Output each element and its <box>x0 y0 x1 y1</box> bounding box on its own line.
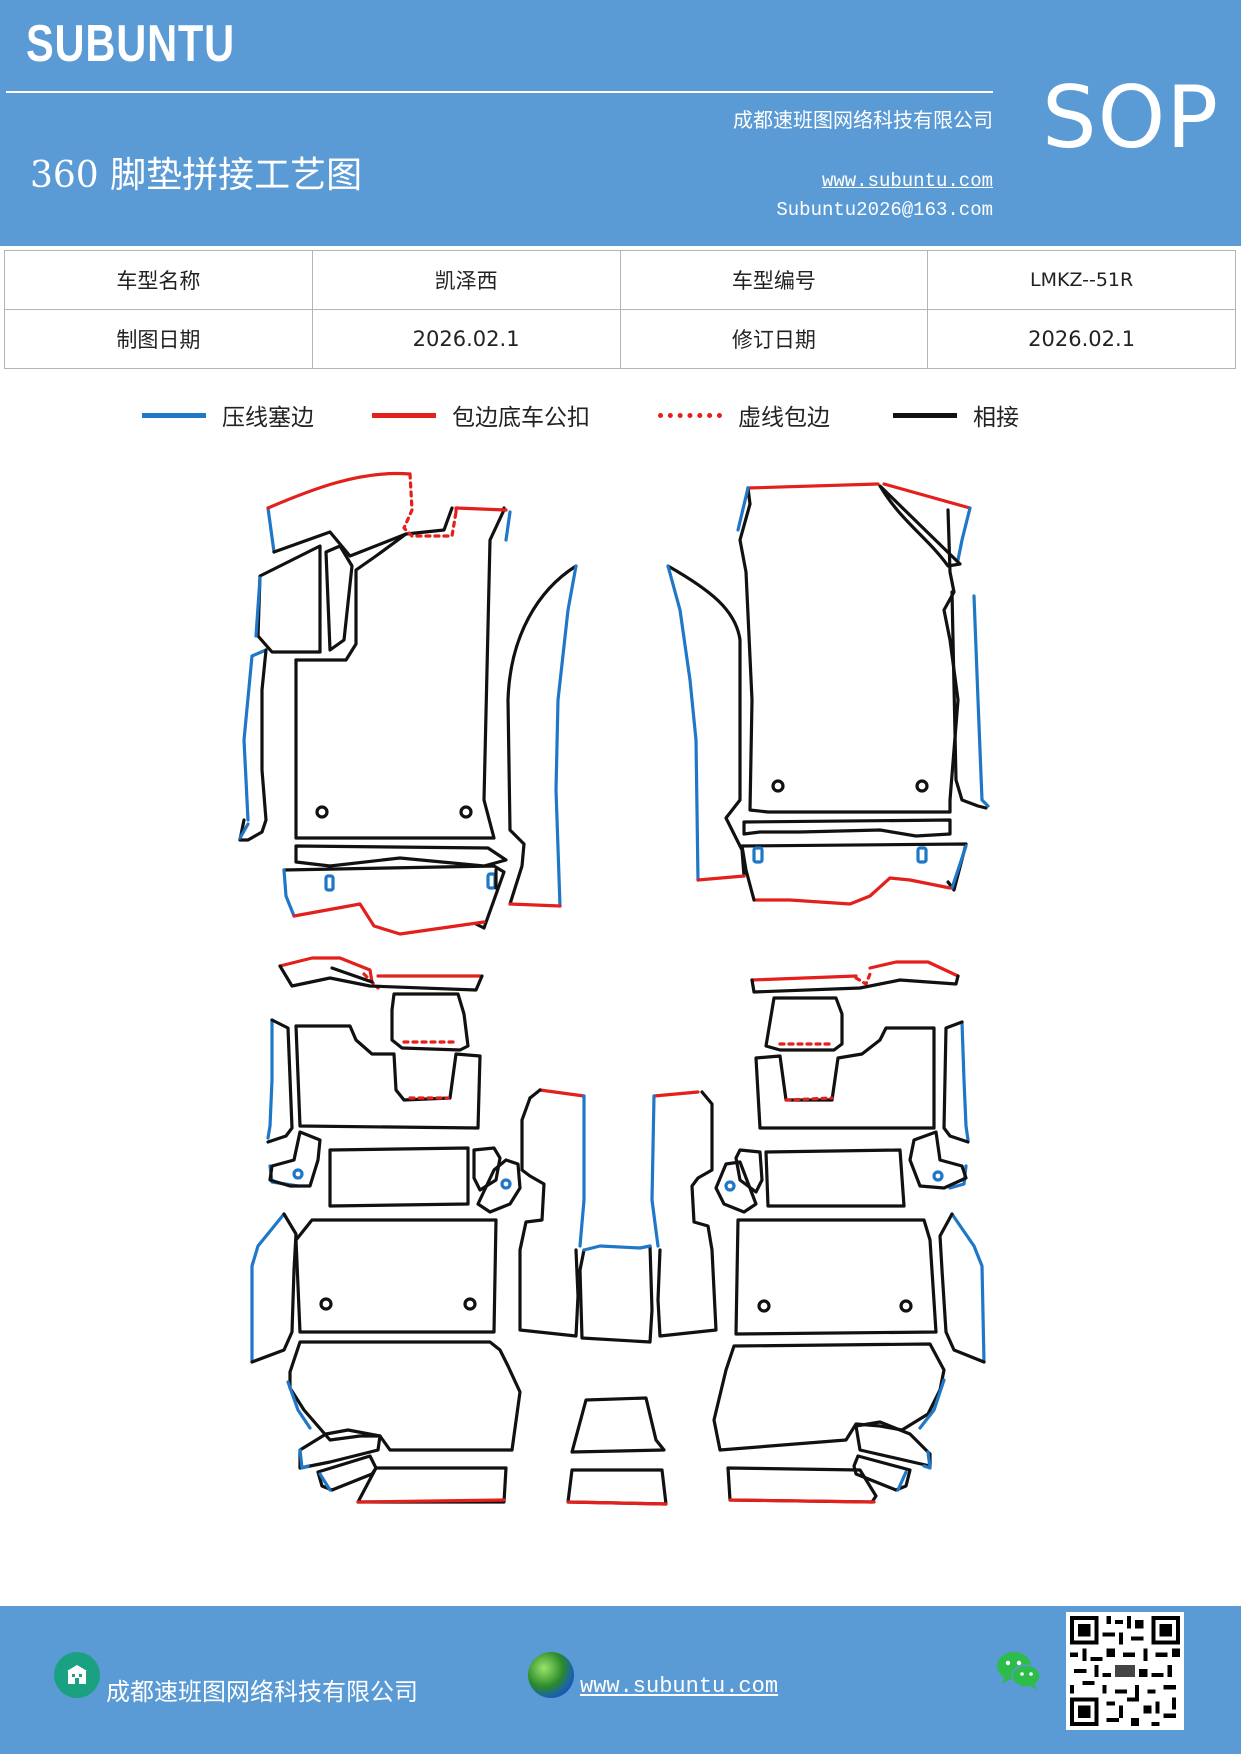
footer-website-link[interactable]: www.subuntu.com <box>580 1674 779 1699</box>
rear-right-mat-group <box>650 960 986 1504</box>
footer-banner: 成都速班图网络科技有限公司 www.subuntu.com <box>0 1606 1241 1754</box>
draw-date-value: 2026.02.1 <box>311 309 621 369</box>
legend-item: 虚线包边 <box>658 398 830 432</box>
front-left-heel-strip <box>294 844 508 868</box>
front-right-mat <box>738 502 960 814</box>
left-door-strip <box>506 564 578 906</box>
document-title: 360 脚垫拼接工艺图 <box>30 155 363 196</box>
rear-right-knee-pad <box>714 1160 758 1214</box>
table-row: 制图日期 2026.02.1 修订日期 2026.02.1 <box>4 309 1236 369</box>
mat-hole <box>500 1178 512 1190</box>
header-banner: SUBUNTU 成都速班图网络科技有限公司 360 脚垫拼接工艺图 www.su… <box>0 0 1241 246</box>
qr-code <box>1066 1612 1184 1730</box>
globe-icon <box>528 1652 574 1698</box>
rear-left-center-strip <box>518 1096 580 1338</box>
rear-left-top-strip <box>278 964 484 992</box>
center-tunnel-group <box>566 1244 668 1506</box>
mat-hole <box>319 1297 333 1311</box>
mat-hole <box>724 1180 736 1192</box>
right-door-strip <box>666 564 746 878</box>
header-divider <box>6 91 993 93</box>
rear-left-seat-middle <box>328 1146 470 1208</box>
footer-company-name: 成都速班图网络科技有限公司 <box>106 1678 418 1706</box>
company-name: 成都速班图网络科技有限公司 <box>733 108 993 132</box>
right-pillar-panel <box>878 484 962 568</box>
model-name-label: 车型名称 <box>4 250 313 310</box>
center-rear-strip <box>566 1468 668 1506</box>
front-right-mat-group <box>666 482 990 906</box>
center-tunnel-piece <box>578 1244 654 1344</box>
rear-right-floor <box>712 1342 946 1452</box>
legend-label: 包边底车公扣 <box>452 405 590 431</box>
rear-left-small-pad <box>268 1130 322 1188</box>
model-code-label: 车型编号 <box>619 250 929 310</box>
clip-slot <box>324 874 335 892</box>
left-pillar-panel-inner <box>324 544 354 652</box>
rear-left-seat-bottom <box>294 1218 498 1334</box>
legend-label: 压线塞边 <box>222 405 314 431</box>
front-left-mat-top <box>294 506 454 662</box>
rear-left-small-right-pad <box>472 1146 502 1192</box>
website-link[interactable]: www.subuntu.com <box>821 170 993 192</box>
email-address: Subuntu2026@163.com <box>776 199 993 221</box>
rear-left-mat-group <box>250 956 586 1504</box>
sop-badge: SOP <box>1042 68 1220 168</box>
rear-right-small-pad <box>908 1130 968 1190</box>
rear-left-tunnel-piece <box>390 992 470 1052</box>
mat-hole <box>292 1168 304 1180</box>
rear-right-floor-small-a <box>854 1420 932 1468</box>
rear-right-kick-strip <box>726 1466 878 1504</box>
rear-right-top-strip <box>750 974 960 994</box>
mat-hole <box>757 1299 771 1313</box>
mat-hole <box>932 1170 944 1182</box>
rear-left-kick-strip <box>356 1466 508 1504</box>
legend-item: 压线塞边 <box>142 398 314 432</box>
clip-slot <box>752 846 764 864</box>
rear-right-seat-top <box>754 1026 936 1130</box>
mat-hole <box>915 779 929 793</box>
legend-item: 包边底车公扣 <box>372 398 590 432</box>
rear-right-small-left-pad <box>734 1148 764 1194</box>
table-row: 车型名称 凯泽西 车型编号 LMKZ--51R <box>4 250 1236 310</box>
building-icon <box>54 1652 100 1698</box>
draw-date-label: 制图日期 <box>4 309 313 369</box>
left-pillar-panel <box>256 544 322 654</box>
red-dotted-swatch <box>658 412 722 418</box>
blue-line-swatch <box>142 412 206 418</box>
clip-slot <box>916 846 928 864</box>
rear-right-tunnel-piece <box>764 996 844 1052</box>
mat-hole <box>771 779 785 793</box>
rear-right-center-strip <box>656 1090 718 1338</box>
revise-date-label: 修订日期 <box>619 309 929 369</box>
legend-label: 相接 <box>973 405 1019 431</box>
center-rear-pad <box>570 1396 666 1454</box>
clip-slot <box>486 872 497 890</box>
rear-left-knee-pad <box>476 1158 522 1214</box>
rear-right-seat-bottom <box>734 1218 938 1336</box>
rear-right-seat-middle <box>764 1148 906 1208</box>
mat-hole <box>459 805 473 819</box>
front-right-heel-strip <box>742 818 952 838</box>
legend: 压线塞边 包边底车公扣 虚线包边 相接 <box>0 398 1241 438</box>
mat-splice-diagram <box>238 471 990 1506</box>
legend-item: 相接 <box>893 398 1019 432</box>
mat-hole <box>899 1299 913 1313</box>
brand-logo: SUBUNTU <box>26 15 235 73</box>
mat-hole <box>315 805 329 819</box>
mat-hole <box>463 1297 477 1311</box>
wechat-icon[interactable] <box>996 1650 1042 1696</box>
legend-label: 虚线包边 <box>738 405 830 431</box>
vehicle-info-table: 车型名称 凯泽西 车型编号 LMKZ--51R 制图日期 2026.02.1 修… <box>4 250 1236 369</box>
red-line-swatch <box>372 412 436 418</box>
rear-right-floor-small-b <box>852 1454 912 1492</box>
model-name-value: 凯泽西 <box>311 250 621 310</box>
rear-left-seat-top <box>294 1024 482 1130</box>
black-line-swatch <box>893 412 957 418</box>
front-left-mat-group <box>238 471 578 936</box>
revise-date-value: 2026.02.1 <box>927 309 1236 369</box>
model-code-value: LMKZ--51R <box>927 250 1236 310</box>
